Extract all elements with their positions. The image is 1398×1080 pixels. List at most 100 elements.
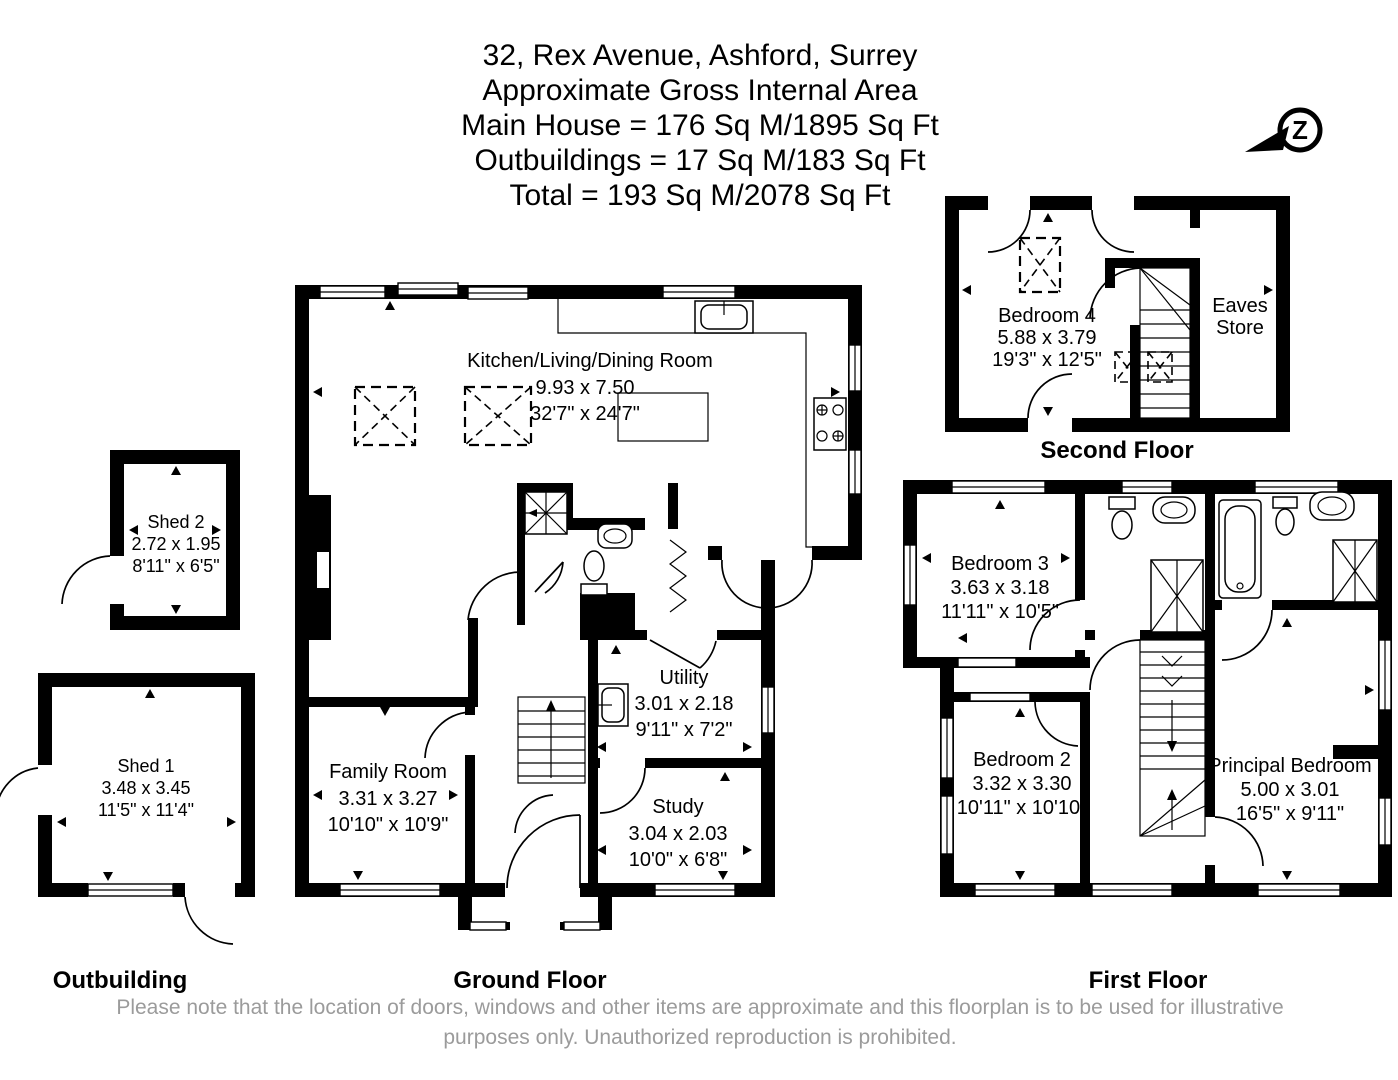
footer-line-2: purposes only. Unauthorized reproduction…: [443, 1026, 956, 1049]
toilet-icon: [580, 550, 608, 596]
shed2-walls: [110, 450, 240, 630]
room-dims-metric: 3.01 x 2.18: [635, 693, 734, 715]
ground-floor-label: Ground Floor: [453, 967, 606, 994]
room-dims-imperial: 32'7" x 24'7": [530, 403, 640, 425]
hob-icon: [813, 397, 847, 451]
stairs-ground: [517, 696, 586, 784]
room-name: Bedroom 2: [973, 749, 1071, 771]
title-line-4: Outbuildings = 17 Sq M/183 Sq Ft: [474, 144, 926, 177]
room-name: Shed 1: [117, 756, 174, 776]
room-name: Family Room: [329, 761, 447, 783]
principal-bedroom-label: Principal Bedroom 5.00 x 3.01 16'5" x 9'…: [1208, 755, 1371, 825]
room-dims-imperial: 19'3" x 12'5": [992, 349, 1102, 371]
cupboard-shelves: [669, 539, 687, 613]
room-dims-metric: 3.63 x 3.18: [951, 577, 1050, 599]
stairs-first: [1139, 639, 1206, 837]
compass-icon: Z: [1245, 107, 1323, 153]
bedroom2-label: Bedroom 2 3.32 x 3.30 10'11" x 10'10": [957, 749, 1087, 819]
basin-icon: [1152, 496, 1196, 524]
outbuilding-plan: Shed 2 2.72 x 1.95 8'11" x 6'5" Shed 1 3…: [38, 450, 255, 994]
family-room-label: Family Room 3.31 x 3.27 10'10" x 10'9": [328, 761, 449, 836]
room-name: Principal Bedroom: [1208, 755, 1371, 777]
ground-floor-windows: [319, 282, 862, 931]
room-dims-imperial: 8'11" x 6'5": [132, 556, 219, 576]
title-line-2: Approximate Gross Internal Area: [482, 74, 918, 107]
room-dims-metric: 9.93 x 7.50: [536, 377, 635, 399]
room-dims-imperial: 10'10" x 10'9": [328, 814, 449, 836]
room-dims-metric: 2.72 x 1.95: [131, 534, 220, 554]
shed2-label: Shed 2 2.72 x 1.95 8'11" x 6'5": [131, 512, 220, 576]
shed1-arrows: [57, 689, 236, 881]
room-dims-metric: 3.31 x 3.27: [339, 788, 438, 810]
bedroom3-label: Bedroom 3 3.63 x 3.18 11'11" x 10'5": [941, 553, 1059, 623]
shed1-label: Shed 1 3.48 x 3.45 11'5" x 11'4": [98, 756, 194, 820]
room-dims-imperial: 11'5" x 11'4": [98, 800, 194, 820]
room-name: Shed 2: [147, 512, 204, 532]
second-floor-doors: [987, 209, 1141, 419]
ground-floor-plan: Kitchen/Living/Dining Room 9.93 x 7.50 3…: [0, 282, 862, 994]
room-dims-metric: 3.04 x 2.03: [629, 823, 728, 845]
title-block: 32, Rex Avenue, Ashford, Surrey Approxim…: [461, 39, 939, 212]
eaves-store-label: Eaves Store: [1212, 295, 1268, 339]
room-dims-imperial: 10'11" x 10'10": [957, 797, 1087, 819]
dimension-arrows-first: [922, 500, 1374, 880]
bedroom4-label: Bedroom 4 5.88 x 3.79 19'3" x 12'5": [992, 305, 1102, 371]
kitchen-label: Kitchen/Living/Dining Room 9.93 x 7.50 3…: [467, 350, 713, 425]
title-line-3: Main House = 176 Sq M/1895 Sq Ft: [461, 109, 939, 142]
room-name-line2: Store: [1216, 317, 1264, 339]
eaves-hatch: [1114, 351, 1173, 383]
room-dims-imperial: 10'0" x 6'8": [629, 849, 728, 871]
room-name: Bedroom 4: [998, 305, 1096, 327]
footer-line-1: Please note that the location of doors, …: [116, 996, 1283, 1019]
room-name: Utility: [660, 667, 709, 689]
first-floor-plan: Bedroom 3 3.63 x 3.18 11'11" x 10'5" Bed…: [903, 480, 1392, 994]
compass-letter: Z: [1292, 115, 1308, 145]
second-floor-plan: Bedroom 4 5.88 x 3.79 19'3" x 12'5" Eave…: [945, 196, 1290, 464]
first-floor-label: First Floor: [1089, 967, 1208, 994]
room-dims-imperial: 16'5" x 9'11": [1236, 803, 1344, 825]
room-name: Kitchen/Living/Dining Room: [467, 350, 713, 372]
shower-icon: [1150, 559, 1204, 633]
footer-disclaimer: Please note that the location of doors, …: [116, 996, 1283, 1049]
utility-label: Utility 3.01 x 2.18 9'11" x 7'2": [635, 667, 734, 741]
second-floor-label: Second Floor: [1040, 437, 1193, 464]
toilet-icon: [1272, 496, 1298, 536]
study-label: Study 3.04 x 2.03 10'0" x 6'8": [629, 796, 728, 871]
ground-floor-doors: [0, 555, 813, 945]
room-dims-imperial: 9'11" x 7'2": [635, 719, 732, 741]
skylight: [463, 385, 533, 447]
room-name-line1: Eaves: [1212, 295, 1268, 317]
outbuilding-label: Outbuilding: [53, 967, 188, 994]
dimension-arrows-ground: [313, 301, 840, 880]
room-name: Study: [652, 796, 703, 818]
toilet-icon: [1108, 496, 1136, 540]
first-floor-walls: [903, 480, 1392, 897]
shed1-walls: [38, 673, 255, 897]
dimension-arrows-second: [962, 213, 1273, 416]
first-floor-windows: [903, 480, 1392, 897]
room-dims-imperial: 11'11" x 10'5": [941, 601, 1059, 623]
basin-icon: [1309, 491, 1355, 521]
skylight: [1018, 236, 1062, 294]
title-line-1: 32, Rex Avenue, Ashford, Surrey: [483, 39, 918, 72]
room-dims-metric: 5.88 x 3.79: [998, 327, 1097, 349]
stairs-second: [1139, 267, 1191, 419]
room-dims-metric: 5.00 x 3.01: [1241, 779, 1340, 801]
room-dims-metric: 3.32 x 3.30: [973, 773, 1072, 795]
shower-icon: [524, 491, 568, 535]
first-floor-doors: [1029, 599, 1273, 867]
skylight: [353, 385, 417, 447]
kitchen-island: [617, 392, 709, 442]
room-name: Bedroom 3: [951, 553, 1049, 575]
room-dims-metric: 3.48 x 3.45: [101, 778, 190, 798]
shed2-arrows: [129, 466, 221, 614]
title-line-5: Total = 193 Sq M/2078 Sq Ft: [509, 179, 891, 212]
kitchen-sink-icon: [694, 300, 754, 334]
utility-sink-icon: [597, 683, 629, 727]
bathtub-icon: [1218, 499, 1262, 599]
shower-icon: [1332, 539, 1378, 603]
kitchen-counter: [557, 299, 848, 548]
second-floor-walls: [945, 196, 1290, 432]
